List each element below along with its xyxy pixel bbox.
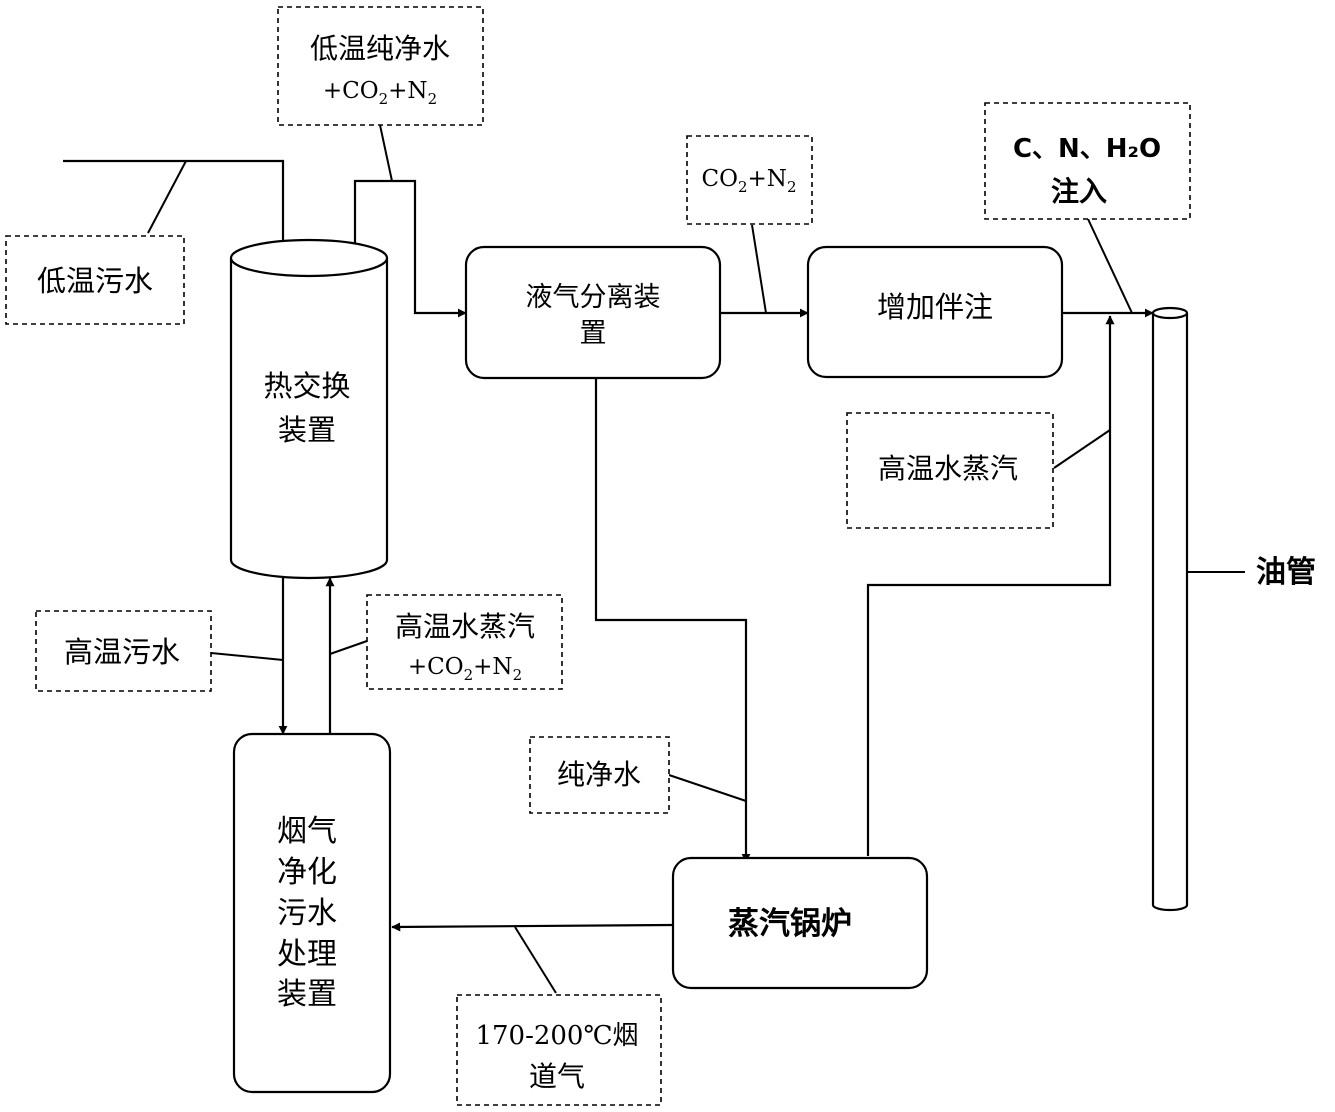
separator-box: 液气分离装 置	[464, 245, 722, 380]
boiler-steam-line	[866, 315, 1115, 856]
note-low-temp-pure-water-line1: 低温纯净水	[310, 32, 450, 65]
leader-high-temp-steam	[1053, 429, 1111, 469]
flue-treatment-label-1: 烟气	[277, 814, 337, 849]
note-pure-water-label: 纯净水	[557, 758, 641, 791]
leader-low-temp-pure-water	[379, 124, 393, 182]
separator-label-2: 置	[580, 318, 607, 349]
note-injection-line1: C、N、H₂O	[1013, 134, 1161, 164]
flue-treatment-box: 烟气 净化 污水 处理 装置	[232, 732, 392, 1094]
sewage-inlet-line	[63, 159, 288, 259]
note-pure-water: 纯净水	[529, 736, 670, 814]
additive-label: 增加伴注	[877, 290, 993, 324]
note-co2-n2: CO2+N2	[686, 135, 813, 225]
hx-to-separator-line	[353, 179, 467, 318]
flue-treatment-label-5: 装置	[277, 977, 337, 1012]
note-co2-n2-label: CO2+N2	[702, 166, 797, 196]
leader-flue-gas	[514, 926, 557, 994]
note-high-temp-steam-right: 高温水蒸汽	[846, 412, 1054, 529]
note-high-temp-sewage-label: 高温污水	[64, 635, 180, 669]
note-high-temp-sewage: 高温污水	[35, 610, 212, 692]
boiler-to-treatment-line	[391, 922, 674, 932]
leader-pure-water	[668, 774, 747, 802]
boiler-label: 蒸汽锅炉	[728, 906, 852, 942]
leader-high-temp-sewage	[210, 652, 284, 661]
note-high-temp-steam-right-label: 高温水蒸汽	[878, 452, 1018, 485]
heat-exchanger-label-1: 热交换	[263, 369, 350, 403]
note-low-temp-pure-water-line2: +CO2+N2	[323, 78, 437, 108]
heat-exchanger-label-2: 装置	[278, 413, 336, 447]
leader-high-temp-steam-gas	[329, 640, 368, 655]
leader-injection	[1087, 218, 1133, 314]
boiler-box: 蒸汽锅炉	[671, 856, 929, 990]
note-flue-gas-line2: 道气	[529, 1060, 585, 1093]
note-low-temp-pure-water: 低温纯净水 +CO2+N2	[277, 6, 484, 126]
separator-label-1: 液气分离装	[526, 282, 661, 313]
leader-co2-n2	[751, 224, 767, 314]
note-injection-line2: 注入	[1051, 175, 1107, 208]
oil-pipe-label: 油管	[1256, 555, 1316, 590]
flue-treatment-label-3: 污水	[277, 896, 337, 931]
additive-box: 增加伴注	[806, 245, 1064, 379]
flue-treatment-label-4: 处理	[277, 937, 337, 972]
note-flue-gas-line1: 170-200℃烟	[475, 1021, 638, 1051]
leader-low-temp-sewage	[147, 160, 187, 234]
note-injection: C、N、H₂O 注入	[984, 102, 1191, 220]
heat-exchanger-cylinder: 热交换 装置	[229, 238, 389, 580]
note-high-temp-steam-gas-line2: +CO2+N2	[408, 654, 522, 684]
note-high-temp-steam-gas-line1: 高温水蒸汽	[395, 610, 535, 643]
flue-treatment-label-2: 净化	[277, 855, 337, 890]
note-low-temp-sewage: 低温污水	[5, 235, 185, 325]
note-flue-gas: 170-200℃烟 道气	[456, 994, 662, 1106]
separator-to-boiler-line	[594, 378, 751, 863]
note-low-temp-sewage-label: 低温污水	[37, 264, 153, 298]
oil-pipe	[1151, 306, 1189, 912]
note-high-temp-steam-gas: 高温水蒸汽 +CO2+N2	[366, 594, 563, 690]
